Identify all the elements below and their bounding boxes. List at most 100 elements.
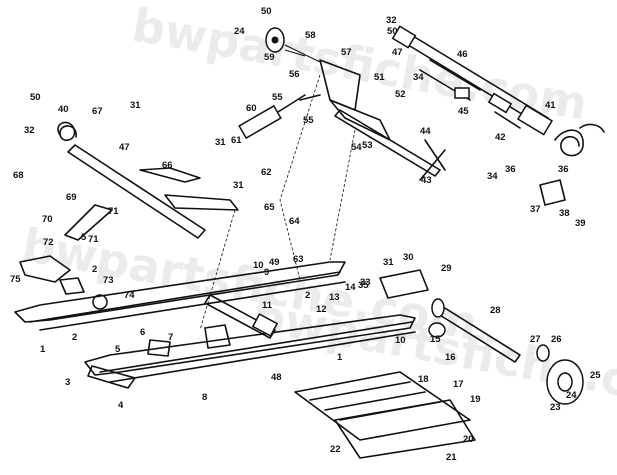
callout-47: 47	[392, 47, 403, 58]
callout-28: 28	[490, 305, 501, 316]
callout-63: 63	[293, 254, 304, 265]
callout-54: 54	[351, 142, 362, 153]
callout-30: 30	[403, 252, 414, 263]
callout-16: 16	[445, 352, 456, 363]
callout-60: 60	[246, 103, 257, 114]
callout-10: 10	[253, 260, 264, 271]
callout-25: 25	[590, 370, 601, 381]
callout-74: 74	[124, 290, 135, 301]
callout-1: 1	[40, 344, 46, 355]
callout-35: 35	[358, 280, 369, 291]
callout-2: 2	[305, 290, 310, 301]
callout-55: 55	[272, 92, 283, 103]
callout-33: 33	[360, 277, 371, 288]
callout-15: 15	[430, 334, 441, 345]
callout-32: 32	[24, 125, 35, 136]
callout-65: 65	[264, 202, 275, 213]
callout-1: 1	[337, 352, 343, 363]
callout-58: 58	[305, 30, 316, 41]
callout-37: 37	[530, 204, 541, 215]
callout-71: 71	[88, 234, 99, 245]
right-slide-rail	[84, 314, 416, 389]
callout-50: 50	[387, 26, 398, 37]
callout-69: 69	[66, 192, 77, 203]
upper-arm-assembly	[238, 27, 441, 177]
callout-70: 70	[42, 214, 53, 225]
callout-34: 34	[487, 171, 498, 182]
callout-31: 31	[130, 100, 141, 111]
callout-2: 2	[92, 264, 97, 275]
rear-axle-assembly	[391, 25, 605, 181]
callout-42: 42	[495, 132, 506, 143]
callout-4: 4	[118, 400, 124, 411]
front-arm-assembly	[19, 121, 239, 310]
callout-5: 5	[81, 232, 87, 243]
callout-17: 17	[453, 379, 464, 390]
callout-36: 36	[505, 164, 516, 175]
cross-shafts	[147, 269, 429, 357]
callout-51: 51	[374, 72, 385, 83]
callout-31: 31	[215, 137, 226, 148]
callout-55: 55	[303, 115, 314, 126]
callout-41: 41	[545, 100, 556, 111]
callout-56: 56	[289, 69, 300, 80]
callout-59: 59	[264, 52, 275, 63]
callout-26: 26	[551, 334, 562, 345]
callout-64: 64	[289, 216, 300, 227]
callout-31: 31	[383, 257, 394, 268]
callout-61: 61	[231, 135, 242, 146]
callout-31: 31	[233, 180, 244, 191]
callout-6: 6	[140, 327, 145, 338]
callout-14: 14	[345, 282, 356, 293]
callout-3: 3	[65, 377, 70, 388]
callout-18: 18	[418, 374, 429, 385]
callout-38: 38	[559, 208, 570, 219]
slider-plates	[294, 371, 476, 459]
callout-44: 44	[420, 126, 431, 137]
idler-wheel-assembly	[428, 179, 584, 405]
callout-40: 40	[58, 104, 69, 115]
callout-75: 75	[10, 274, 21, 285]
callout-49: 49	[269, 257, 280, 268]
callout-76: 76	[0, 0, 11, 3]
callout-27: 27	[530, 334, 541, 345]
callout-24: 24	[234, 26, 245, 37]
callout-52: 52	[395, 89, 406, 100]
callout-12: 12	[316, 304, 327, 315]
callout-22: 22	[330, 444, 341, 455]
callout-39: 39	[575, 218, 586, 229]
callout-2: 2	[72, 332, 77, 343]
callout-50: 50	[261, 6, 272, 17]
callout-13: 13	[329, 292, 340, 303]
callout-48: 48	[271, 372, 282, 383]
callout-45: 45	[458, 106, 469, 117]
callout-10: 10	[395, 335, 406, 346]
callout-21: 21	[446, 452, 457, 463]
callout-8: 8	[202, 392, 207, 403]
callout-32: 32	[386, 15, 397, 26]
callout-73: 73	[103, 275, 114, 286]
callout-68: 68	[13, 170, 24, 181]
callout-71: 71	[108, 206, 119, 217]
callout-50: 50	[30, 92, 41, 103]
callout-67: 67	[92, 106, 103, 117]
callout-47: 47	[119, 142, 130, 153]
callout-5: 5	[115, 344, 121, 355]
callout-29: 29	[441, 263, 452, 274]
callout-34: 34	[413, 72, 424, 83]
callout-9: 9	[264, 267, 269, 278]
callout-66: 66	[162, 160, 173, 171]
left-slide-rail	[14, 261, 346, 331]
callout-53: 53	[362, 140, 373, 151]
callout-43: 43	[421, 175, 432, 186]
callout-36: 36	[558, 164, 569, 175]
callout-46: 46	[457, 49, 468, 60]
callout-20: 20	[463, 434, 474, 445]
callout-23: 23	[550, 402, 561, 413]
callout-7: 7	[168, 332, 173, 343]
callout-24: 24	[566, 390, 577, 401]
callout-57: 57	[341, 47, 352, 58]
callout-62: 62	[261, 167, 272, 178]
callout-72: 72	[43, 237, 54, 248]
